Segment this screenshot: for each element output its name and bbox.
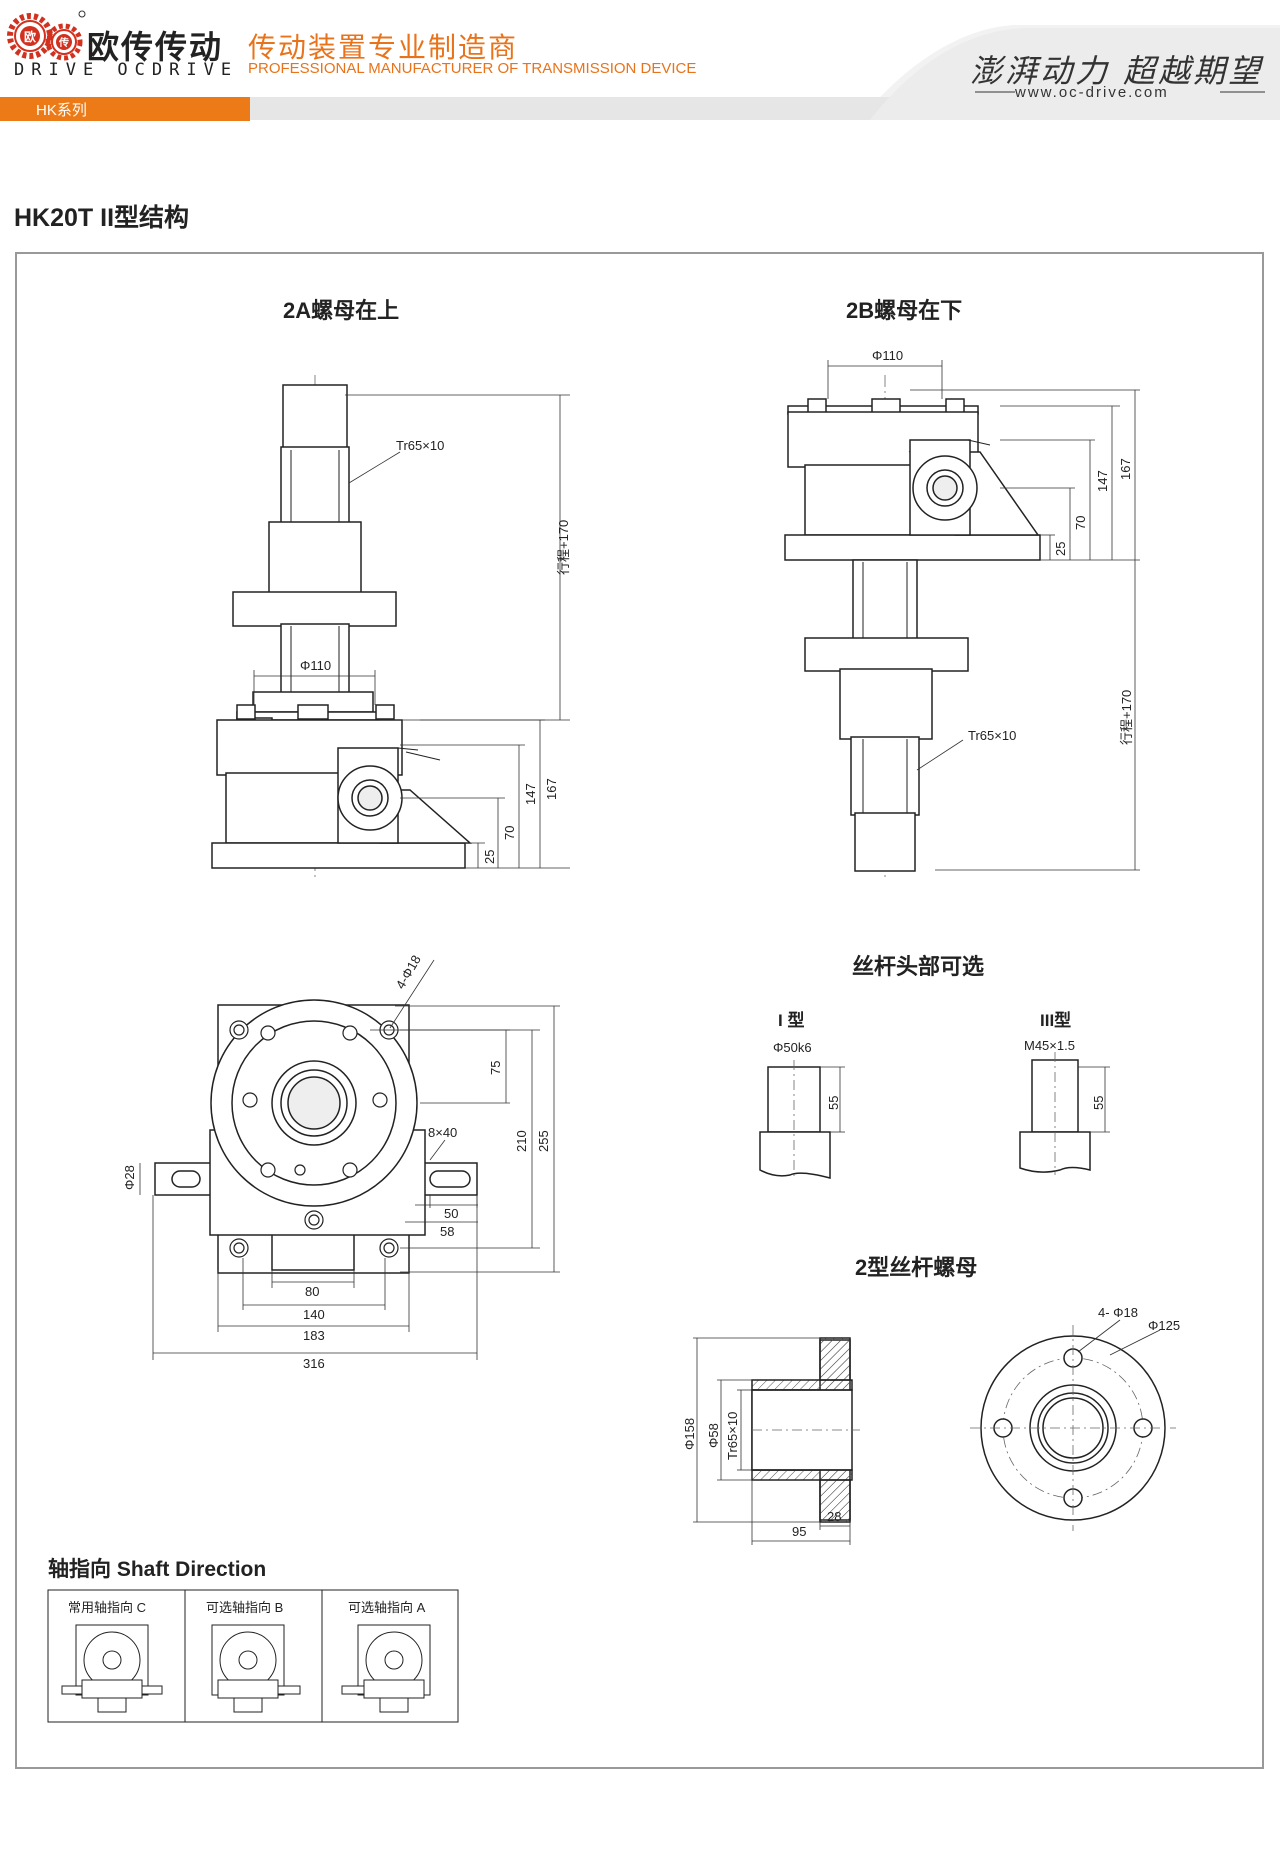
brand-logo-icon: 欧 传 xyxy=(7,10,86,61)
view-2a-dim-147: 147 xyxy=(523,783,538,805)
shaft-option-c: 常用轴指向 C xyxy=(68,1600,146,1615)
type3-length: 55 xyxy=(1091,1096,1106,1110)
view-2b-drawing: 2B螺母在下 xyxy=(784,298,1140,880)
brand-name-cn: 欧传传动 xyxy=(87,29,224,65)
plan-dim-316: 316 xyxy=(303,1356,325,1371)
plan-shaft-dia: Φ28 xyxy=(122,1165,137,1190)
type1-spec: Φ50k6 xyxy=(773,1040,812,1055)
nut-length: 95 xyxy=(792,1524,806,1539)
website-url[interactable]: www.oc-drive.com xyxy=(1015,84,1169,101)
view-2a-drawing: 2A螺母在上 xyxy=(211,298,571,880)
shaft-option-b: 可选轴指向 B xyxy=(206,1600,283,1615)
view-2b-stroke: 行程+170 xyxy=(1119,690,1134,745)
svg-text:欧: 欧 xyxy=(24,29,36,44)
slogan-cn: 传动装置专业制造商 xyxy=(248,32,519,63)
plan-dim-50: 50 xyxy=(444,1206,458,1221)
view-2b-dim-147: 147 xyxy=(1095,470,1110,492)
plan-key: 8×40 xyxy=(428,1125,457,1140)
series-tab[interactable] xyxy=(0,97,250,121)
shaft-c-icon xyxy=(61,1624,163,1713)
plan-dim-255: 255 xyxy=(536,1130,551,1152)
nut-drawing: 2型丝杆螺母 Φ158 Φ58 Tr65×10 95 28 xyxy=(682,1255,1180,1545)
plan-dim-210: 210 xyxy=(514,1130,529,1152)
svg-text:传: 传 xyxy=(58,36,69,49)
brand-logo-text: DRIVE OCDRIVE xyxy=(14,60,239,80)
view-2b-flange-dia: Φ110 xyxy=(872,348,903,363)
type1-label: I 型 xyxy=(778,1010,804,1030)
series-tab-label[interactable]: HK系列 xyxy=(36,102,87,119)
view-2a-dim-167: 167 xyxy=(544,778,559,800)
nut-title: 2型丝杆螺母 xyxy=(855,1255,977,1280)
view-2a-title: 2A螺母在上 xyxy=(283,298,399,323)
screw-head-options: 丝杆头部可选 I 型 Φ50k6 55 III型 M45×1.5 55 xyxy=(759,954,1110,1180)
view-2b-dim-70: 70 xyxy=(1073,516,1088,530)
page-header: 欧 传 欧传传动 DRIVE OCDRIVE 传动装置专业制造商 PROFESS… xyxy=(0,0,1280,125)
view-2a-flange-dia: Φ110 xyxy=(300,658,331,673)
plan-dim-183: 183 xyxy=(303,1328,325,1343)
nut-outer-dia: Φ158 xyxy=(682,1418,697,1450)
plan-view-drawing: 4-Φ18 8×40 Φ28 75 210 255 50 58 80 140 1… xyxy=(122,952,560,1371)
plan-dim-140: 140 xyxy=(303,1307,325,1322)
type3-spec: M45×1.5 xyxy=(1024,1038,1075,1053)
view-2b-dim-25: 25 xyxy=(1053,542,1068,556)
view-2a-thread: Tr65×10 xyxy=(396,438,444,453)
shaft-a-icon xyxy=(341,1624,431,1713)
drawing-frame xyxy=(15,252,1264,1769)
nut-flange-thk: 28 xyxy=(827,1509,841,1524)
screw-head-title: 丝杆头部可选 xyxy=(852,954,984,979)
type3-label: III型 xyxy=(1040,1010,1071,1030)
view-2b-thread: Tr65×10 xyxy=(968,728,1016,743)
view-2b-dim-167: 167 xyxy=(1118,458,1133,480)
plan-holes: 4-Φ18 xyxy=(393,952,424,991)
slogan-en: PROFESSIONAL MANUFACTURER OF TRANSMISSIO… xyxy=(248,60,697,77)
view-2a-dim-70: 70 xyxy=(502,826,517,840)
nut-body-dia: Φ58 xyxy=(706,1423,721,1448)
brand-motto: 澎湃动力 超越期望 xyxy=(970,52,1264,90)
type1-length: 55 xyxy=(826,1096,841,1110)
plan-dim-75: 75 xyxy=(488,1061,503,1075)
view-2a-dim-25: 25 xyxy=(482,850,497,864)
nut-holes: 4- Φ18 xyxy=(1098,1305,1138,1320)
view-2a-stroke: 行程+170 xyxy=(556,520,571,575)
shaft-direction-table: 常用轴指向 C 可选轴指向 B 可选轴指向 A xyxy=(47,1589,459,1723)
plan-dim-58: 58 xyxy=(440,1224,454,1239)
page-title: HK20T II型结构 xyxy=(14,204,190,232)
nut-pcd: Φ125 xyxy=(1148,1318,1180,1333)
header-background xyxy=(0,0,1280,120)
shaft-direction-title: 轴指向 Shaft Direction xyxy=(48,1558,267,1581)
shaft-option-a: 可选轴指向 A xyxy=(348,1600,426,1615)
nut-thread: Tr65×10 xyxy=(725,1412,740,1460)
plan-dim-80: 80 xyxy=(305,1284,319,1299)
shaft-b-icon xyxy=(211,1624,301,1713)
view-2b-title: 2B螺母在下 xyxy=(846,298,962,323)
website-rule xyxy=(975,91,1265,93)
